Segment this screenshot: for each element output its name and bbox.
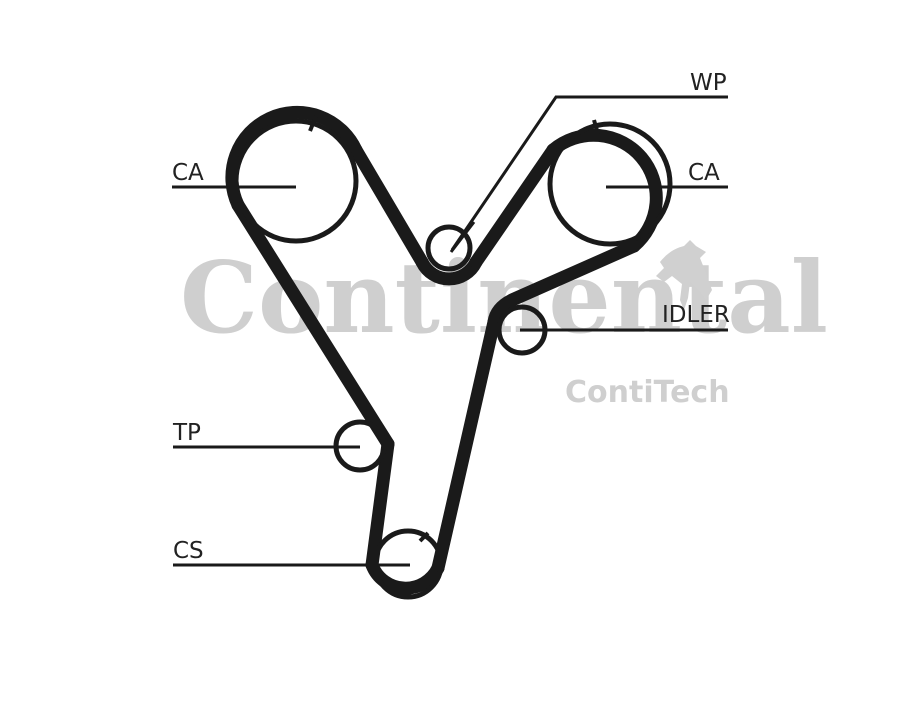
timing-belt [225,105,663,595]
camshaft-pulley-right [547,121,673,247]
water-pump-pulley [425,224,473,272]
horse-logo-icon [656,240,712,310]
leader-wp [450,95,728,251]
contitech-logo-text: ContiTech [565,375,730,410]
label-ca-right: CA [688,160,720,186]
label-ca-left: CA [172,160,204,186]
leader-lines [172,95,728,567]
timing-mark-crank [418,531,430,543]
label-cs: CS [173,538,204,564]
timing-mark-left [308,115,318,132]
camshaft-pulley-left [233,118,359,244]
timing-mark-right [592,119,600,135]
label-idler: IDLER [662,302,730,328]
label-tp: TP [172,420,201,446]
label-wp: WP [690,70,727,96]
continental-watermark: Continental ContiTech [180,240,828,410]
